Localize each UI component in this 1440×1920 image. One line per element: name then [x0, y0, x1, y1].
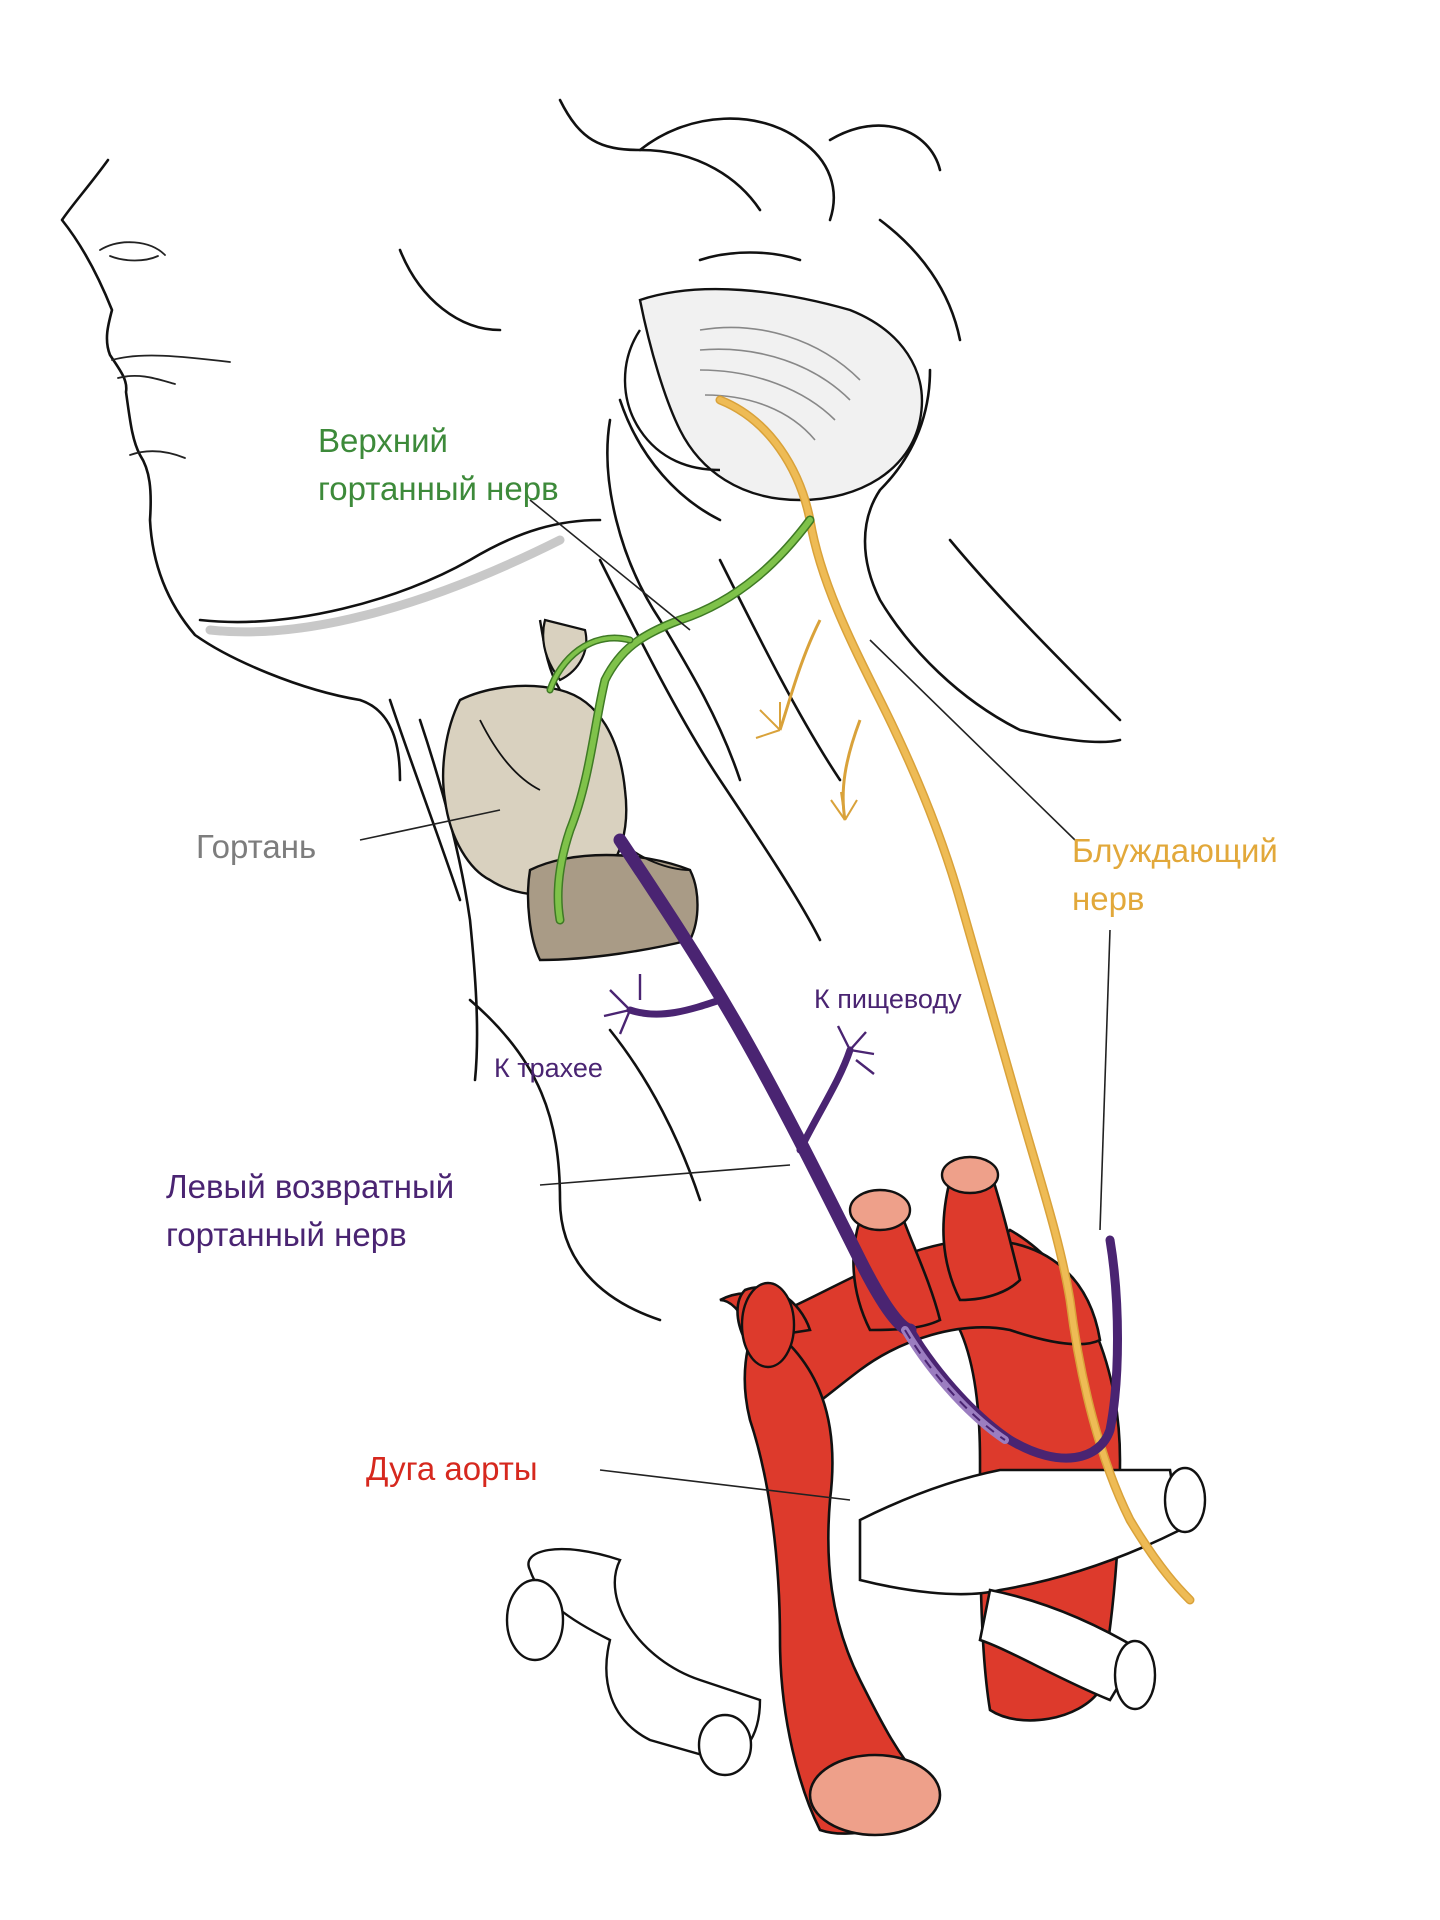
- label-vagus-nerve: Блуждающий нерв: [1072, 832, 1287, 917]
- leader-lines: [359, 499, 1111, 1501]
- label-to-esophagus: К пищеводу: [814, 984, 962, 1014]
- head-outline: [60, 98, 1122, 1777]
- leader-vagus: [869, 639, 1076, 841]
- label-vagus-nerve-line2: нерв: [1072, 880, 1144, 917]
- label-recurrent-nerve-line2: гортанный нерв: [166, 1216, 407, 1253]
- label-to-trachea: К трахее: [494, 1053, 603, 1083]
- superior-laryngeal-nerve-shape: [546, 515, 815, 925]
- pulmonary-artery-shape: [858, 1466, 1207, 1711]
- label-recurrent-nerve-line1: Левый возвратный: [166, 1168, 454, 1205]
- leader-superior: [529, 499, 691, 631]
- leader-vagus-lower: [1099, 929, 1111, 1231]
- label-superior-nerve-line1: Верхний: [318, 422, 448, 459]
- label-superior-nerve: Верхний гортанный нерв: [318, 422, 559, 507]
- recurrent-laryngeal-nerve-shape: [603, 833, 1122, 1463]
- leader-aorta: [599, 1469, 851, 1501]
- vagus-nerve-shape: [715, 395, 1195, 1605]
- label-recurrent-nerve: Левый возвратный гортанный нерв: [166, 1168, 463, 1253]
- label-aortic-arch: Дуга аорты: [366, 1450, 538, 1487]
- leader-recurrent: [539, 1164, 791, 1186]
- label-superior-nerve-line2: гортанный нерв: [318, 470, 559, 507]
- label-vagus-nerve-line1: Блуждающий: [1072, 832, 1278, 869]
- leader-larynx: [359, 809, 501, 841]
- label-larynx: Гортань: [196, 828, 316, 865]
